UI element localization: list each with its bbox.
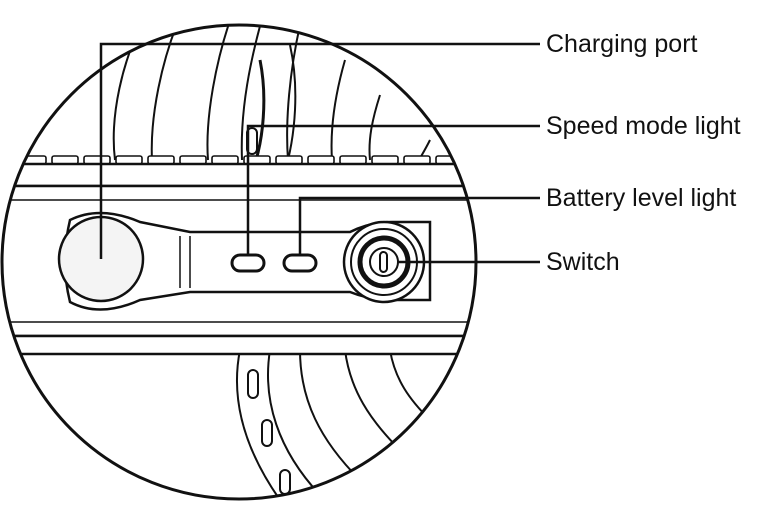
leader-lines (99, 42, 540, 264)
power-switch (342, 220, 426, 304)
magnified-view (2, 25, 476, 499)
speed-mode-light (230, 253, 266, 273)
label-charging-port: Charging port (546, 30, 698, 58)
leader-charging-port (99, 42, 540, 259)
leader-battery-level-light (298, 196, 540, 255)
body-inner-lines (2, 199, 476, 323)
wheel-tire (112, 25, 431, 499)
label-battery-level-light: Battery level light (546, 184, 737, 212)
tread-slots (246, 127, 291, 495)
battery-level-light (282, 253, 318, 273)
label-switch: Switch (546, 248, 620, 276)
label-speed-mode-light: Speed mode light (546, 112, 741, 140)
top-teeth (19, 155, 463, 165)
leader-speed-mode-light (246, 124, 540, 255)
